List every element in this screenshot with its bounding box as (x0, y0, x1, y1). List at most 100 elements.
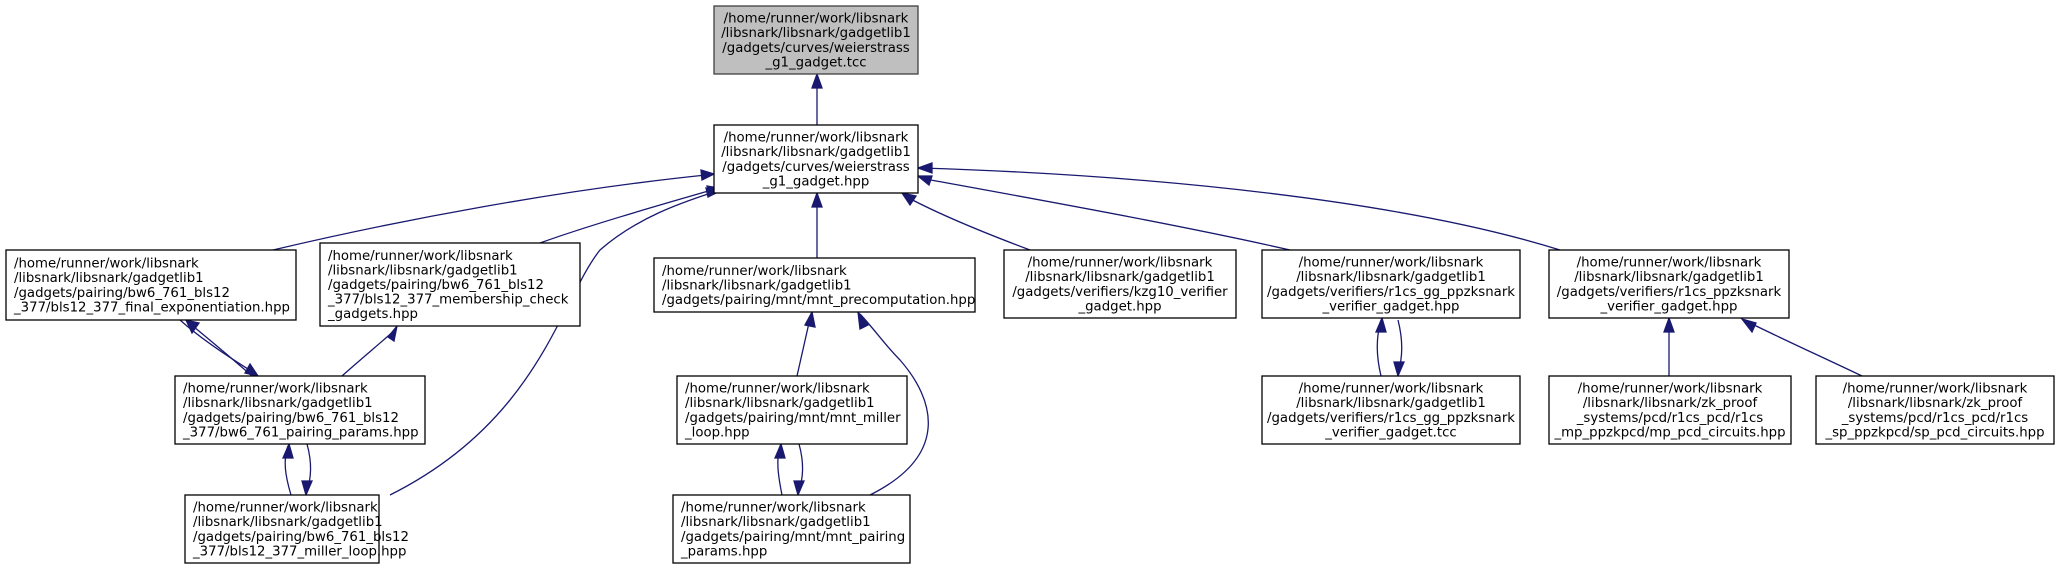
node-label-line: _377/bls12_377_final_exponentiation.hpp (13, 300, 290, 315)
node-label-line: _systems/pcd/r1cs_pcd/r1cs (1841, 411, 2029, 426)
edge-bw6-params-to-bls-miller (301, 443, 313, 497)
node-label-line: /libsnark/libsnark/gadgetlib1 (662, 279, 852, 294)
node-label-line: _377/bw6_761_pairing_params.hpp (182, 425, 419, 440)
node-label-line: /gadgets/pairing/bw6_761_bls12 (183, 411, 399, 426)
node-label-line: /libsnark/libsnark/gadgetlib1 (193, 515, 383, 530)
edge-final-exp-to-hpp (272, 169, 716, 251)
node-box (1548, 375, 1792, 445)
node-label-line: /libsnark/libsnark/gadgetlib1 (1296, 396, 1486, 411)
node-label-line: /libsnark/libsnark/gadgetlib1 (1296, 270, 1486, 285)
node-label-line: /home/runner/work/libsnark (328, 249, 513, 264)
edge-kzg10-to-hpp (900, 192, 1031, 251)
edge-gg-hpp-to-gg-tcc (1393, 319, 1405, 378)
node-box (174, 375, 426, 445)
node-label-line: /home/runner/work/libsnark (1299, 256, 1484, 271)
node-label-line: /home/runner/work/libsnark (681, 501, 866, 516)
node-label-line: /gadgets/pairing/bw6_761_bls12 (14, 286, 230, 301)
node-label-line: /gadgets/verifiers/r1cs_gg_ppzksnark (1267, 411, 1515, 426)
edge-line (187, 321, 253, 377)
node-label-line: /libsnark/libsnark/gadgetlib1 (721, 145, 911, 160)
edge-sp-pcd-to-ppzk-hpp (1740, 317, 1863, 377)
arrowhead (804, 310, 816, 328)
edge-line (919, 167, 1561, 251)
edge-mnt-params-to-mnt-miller (774, 442, 786, 496)
node-label-line: /libsnark/libsnark/zk_proof (1848, 396, 2023, 411)
node-label-line: /gadgets/curves/weierstrass (722, 41, 909, 56)
node-box (1548, 249, 1790, 319)
node-tcc: /home/runner/work/libsnark/libsnark/libs… (713, 5, 919, 75)
node-label-line: /libsnark/libsnark/gadgetlib1 (183, 396, 373, 411)
node-label-line: _sp_ppzkpcd/sp_pcd_circuits.hpp (1824, 425, 2044, 440)
node-gg-tcc[interactable]: /home/runner/work/libsnark/libsnark/libs… (1261, 375, 1521, 445)
arrowhead (811, 72, 823, 89)
node-label-line: /gadgets/pairing/mnt/mnt_miller (685, 411, 901, 426)
edge-line (539, 189, 713, 244)
edge-bls-miller-to-bw6-params (282, 442, 294, 496)
node-label-line: /gadgets/pairing/bw6_761_bls12 (193, 530, 409, 545)
node-box (1003, 249, 1237, 319)
node-label-line: _verifier_gadget.hpp (1322, 299, 1460, 314)
edge-membership-to-hpp (539, 185, 721, 244)
node-mnt-miller[interactable]: /home/runner/work/libsnark/libsnark/libs… (676, 375, 908, 445)
node-box (713, 5, 919, 75)
edge-bw6-params-to-membership (341, 325, 398, 377)
node-box (1261, 375, 1521, 445)
node-bls-miller[interactable]: /home/runner/work/libsnark/libsnark/libs… (184, 494, 409, 564)
node-mnt-precomp[interactable]: /home/runner/work/libsnark/libsnark/libs… (653, 257, 976, 313)
node-box (672, 494, 911, 564)
node-label-line: _g1_gadget.tcc (764, 55, 866, 70)
arrowhead (857, 309, 869, 330)
edge-line (389, 191, 715, 496)
node-hpp[interactable]: /home/runner/work/libsnark/libsnark/libs… (713, 124, 919, 194)
arrowhead (1375, 316, 1387, 333)
node-label-line: /libsnark/libsnark/gadgetlib1 (1025, 270, 1215, 285)
arrowhead (1663, 316, 1675, 333)
node-label-line: /gadgets/verifiers/r1cs_ppzksnark (1557, 285, 1782, 300)
node-label-line: /libsnark/libsnark/gadgetlib1 (721, 26, 911, 41)
node-box (713, 124, 919, 194)
node-label-line: /home/runner/work/libsnark (662, 264, 847, 279)
edge-line (904, 195, 1031, 251)
node-gg-hpp[interactable]: /home/runner/work/libsnark/libsnark/libs… (1261, 249, 1521, 319)
node-label-line: /home/runner/work/libsnark (724, 131, 909, 146)
node-label-line: /libsnark/libsnark/gadgetlib1 (14, 271, 204, 286)
node-label-line: _g1_gadget.hpp (762, 174, 870, 189)
node-sp-pcd[interactable]: /home/runner/work/libsnark/libsnark/libs… (1815, 375, 2055, 445)
node-mnt-params[interactable]: /home/runner/work/libsnark/libsnark/libs… (672, 494, 911, 564)
node-label-line: /home/runner/work/libsnark (14, 257, 199, 272)
edges (179, 72, 1863, 497)
arrowhead (700, 169, 716, 182)
node-label-line: /gadgets/pairing/mnt/mnt_precomputation.… (662, 293, 975, 308)
node-label-line: /libsnark/libsnark/gadgetlib1 (681, 515, 871, 530)
node-label-line: _loop.hpp (684, 425, 750, 440)
edge-bw6-params-to-final-exp (184, 319, 253, 377)
edge-mnt-params-to-mnt-precomp (857, 309, 929, 496)
node-label-line: /home/runner/work/libsnark (1843, 382, 2028, 397)
edge-mnt-precomp-to-hpp (811, 191, 823, 258)
node-label-line: /home/runner/work/libsnark (1578, 382, 1763, 397)
node-label-line: /home/runner/work/libsnark (1028, 256, 1213, 271)
edge-bls-miller-to-hpp (389, 187, 720, 496)
arrowhead (916, 162, 933, 174)
edge-mnt-miller-to-mnt-params (793, 443, 805, 497)
edge-line (919, 177, 1291, 251)
node-box (676, 375, 908, 445)
edge-ppzk-hpp-to-hpp (916, 162, 1561, 251)
node-label-line: /home/runner/work/libsnark (724, 12, 909, 27)
node-box (653, 257, 976, 313)
node-label-line: _params.hpp (680, 544, 767, 559)
edge-line (1743, 319, 1863, 377)
edge-line (341, 329, 396, 377)
node-mp-pcd[interactable]: /home/runner/work/libsnark/libsnark/libs… (1548, 375, 1792, 445)
node-final-exp[interactable]: /home/runner/work/libsnark/libsnark/libs… (5, 249, 297, 321)
arrowhead (184, 319, 201, 335)
node-kzg10[interactable]: /home/runner/work/libsnark/libsnark/libs… (1003, 249, 1237, 319)
node-ppzk-hpp[interactable]: /home/runner/work/libsnark/libsnark/libs… (1548, 249, 1790, 319)
arrowhead (774, 442, 786, 459)
node-label-line: /libsnark/libsnark/gadgetlib1 (685, 396, 875, 411)
node-label-line: _gadget.hpp (1077, 299, 1161, 314)
arrowhead (793, 480, 805, 497)
node-bw6-params[interactable]: /home/runner/work/libsnark/libsnark/libs… (174, 375, 426, 445)
node-label-line: /gadgets/pairing/bw6_761_bls12 (328, 278, 544, 293)
node-membership[interactable]: /home/runner/work/libsnark/libsnark/libs… (319, 242, 581, 327)
